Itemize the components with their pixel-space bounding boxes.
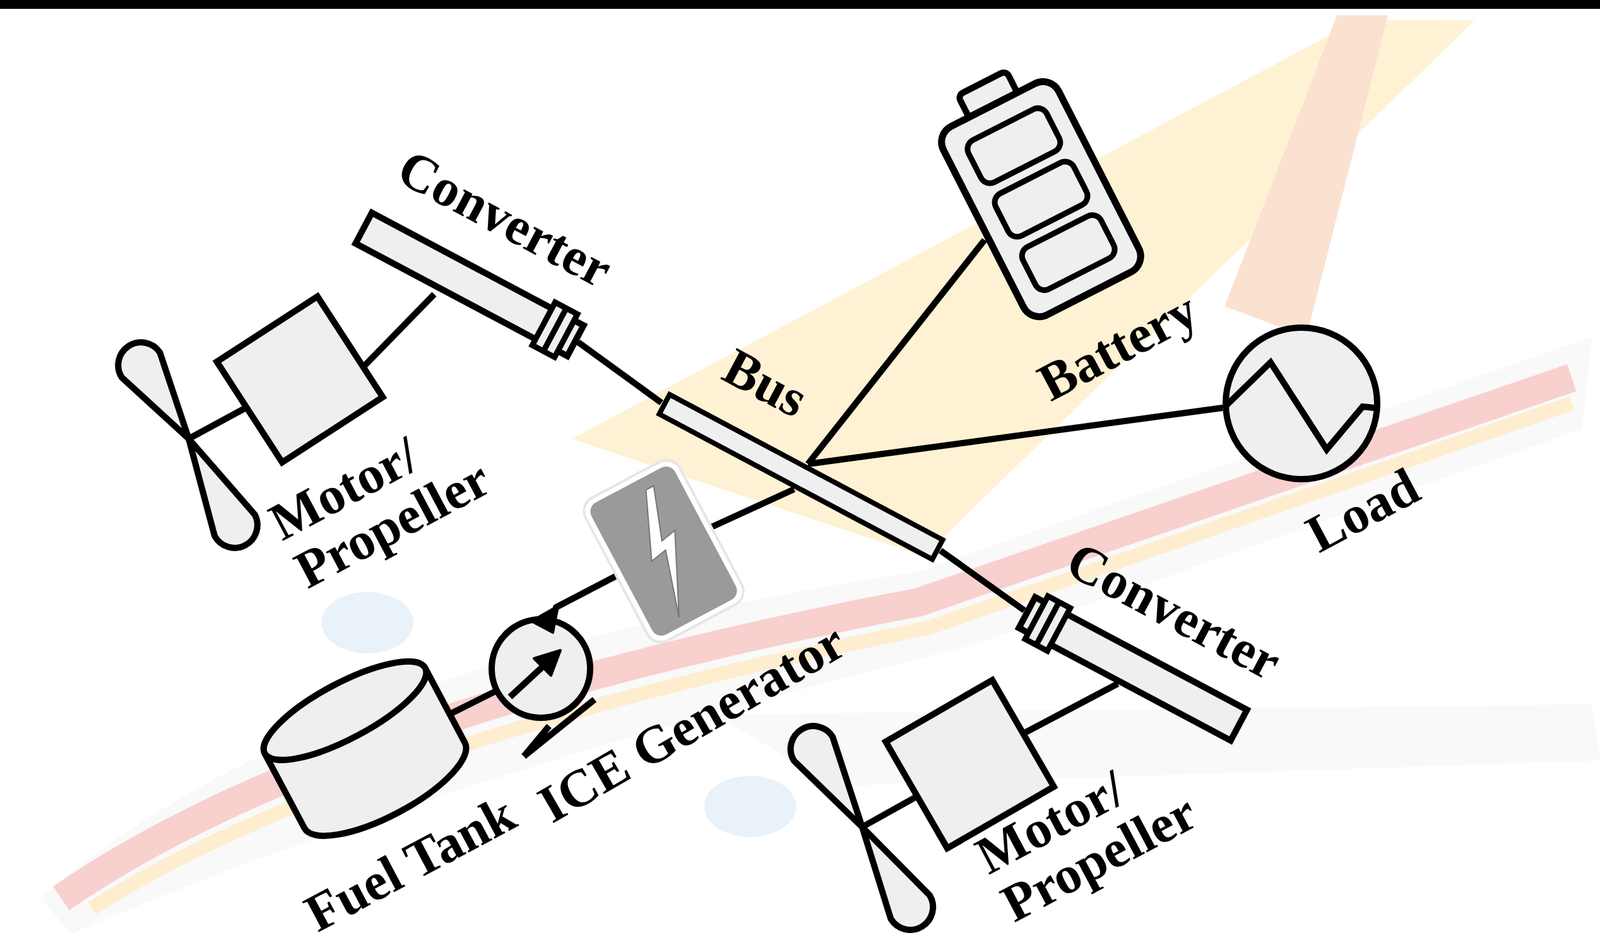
connector-wire	[361, 294, 435, 370]
battery-cell	[1018, 211, 1118, 294]
load-outline	[1225, 327, 1378, 480]
pump-arrow	[509, 665, 545, 697]
motor-box: Motor/ Propeller	[212, 292, 388, 468]
propeller-blade	[782, 717, 882, 839]
lightning-bolt	[618, 485, 714, 618]
generator-halo	[578, 454, 748, 647]
propeller-blade	[168, 427, 266, 556]
connector-wire	[1025, 683, 1118, 733]
pump-flow-mark	[531, 605, 558, 633]
propeller-blade	[109, 333, 208, 452]
motor-box: Motor/ Propeller	[881, 675, 1058, 853]
pump-symbol	[491, 605, 595, 757]
airplane-tail	[1224, 15, 1388, 337]
generator-body	[583, 459, 743, 642]
top-rule	[0, 0, 1600, 9]
connector-wire	[940, 550, 1025, 611]
connector-wire	[711, 489, 795, 528]
motor-outline	[217, 296, 384, 463]
airplane-engine	[704, 775, 797, 837]
load-zigzag	[1223, 362, 1380, 450]
motor-shaft	[188, 405, 250, 439]
load-symbol-shape	[1221, 323, 1381, 483]
pump-body	[491, 619, 591, 718]
propeller-blade	[842, 814, 942, 938]
load-symbol: Load	[1221, 323, 1381, 483]
motor-box-shape	[212, 292, 388, 468]
airplane-engine	[321, 592, 414, 654]
converter-terminal	[532, 301, 577, 357]
airplane-silhouette	[41, 15, 1600, 934]
converter-terminal	[1025, 595, 1070, 651]
battery-body	[935, 75, 1147, 323]
pump-arrow-head	[533, 650, 561, 676]
connector-wire	[807, 407, 1223, 464]
converter-box: Converter	[351, 208, 589, 360]
tank-top	[251, 643, 439, 778]
motor-shaft	[862, 796, 917, 827]
connector-wire	[807, 239, 985, 464]
converter-terminal-line	[543, 308, 567, 351]
converter-terminal-line	[1036, 601, 1060, 645]
connector-wire	[578, 342, 662, 403]
